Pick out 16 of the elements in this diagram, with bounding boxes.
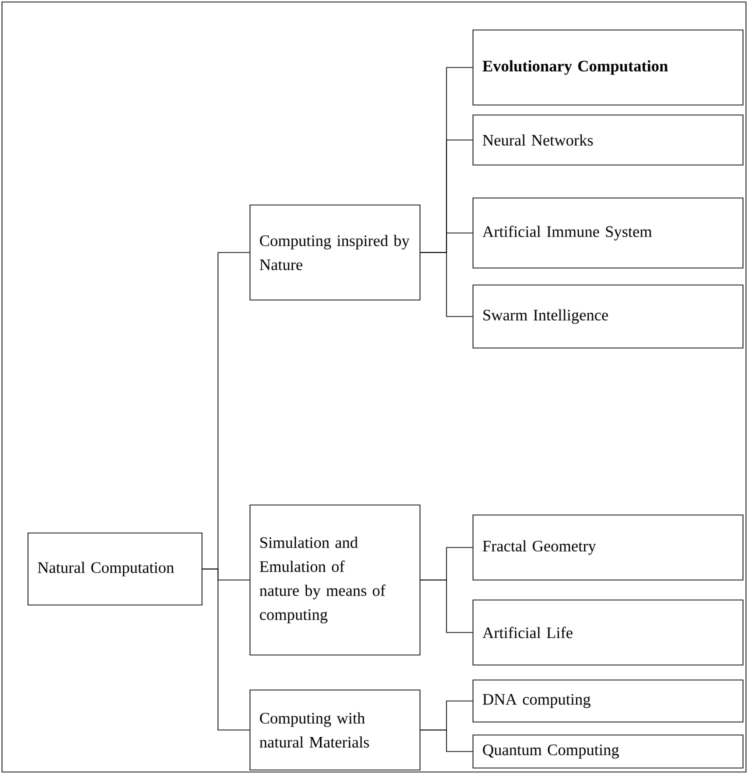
text-box: Computing inspired by Nature — [250, 204, 420, 300]
connector — [420, 730, 473, 752]
text-box: Evolutionary Computation — [472, 30, 744, 106]
text-box: Artificial Immune System — [472, 198, 744, 268]
text-box: Natural Computation — [28, 532, 202, 606]
text-box: Neural Networks — [472, 114, 744, 166]
text-box: Quantum Computing — [472, 734, 744, 768]
connector — [420, 580, 473, 633]
text-box: Fractal Geometry — [472, 514, 744, 580]
connector — [420, 252, 473, 317]
text-box: Computing with natural Materials — [250, 690, 420, 770]
text-box: Simulation and Emulation of nature by means of computing — [250, 504, 420, 656]
text-box: Artificial Life — [472, 600, 744, 666]
text-box: Swarm Intelligence — [472, 284, 744, 348]
text-box: DNA computing — [472, 680, 744, 722]
connector — [202, 568, 250, 730]
